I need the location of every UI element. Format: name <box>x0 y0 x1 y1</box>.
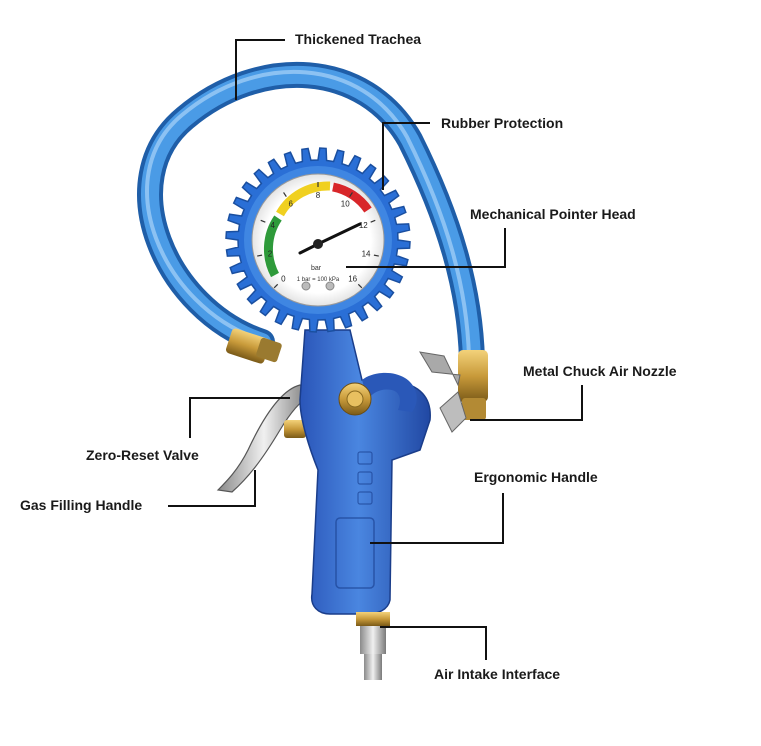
gauge-scale-label: 2 <box>268 250 273 259</box>
hose <box>137 61 485 373</box>
zero-reset-knob <box>338 382 372 416</box>
gauge-green-zone <box>264 215 282 278</box>
gauge-scale: 0 2 4 6 8 10 12 14 16 <box>257 182 379 289</box>
air-intake-connector <box>356 612 390 680</box>
gauge-scale-label: 4 <box>271 221 276 230</box>
gauge-scale-label: 10 <box>341 199 350 208</box>
gauge-footer: 1 bar = 100 kPa <box>297 277 340 283</box>
gun-body <box>299 329 431 615</box>
gauge-tick <box>283 192 287 197</box>
gauge-red-zone <box>331 182 372 213</box>
label-mechanical-pointer-head: Mechanical Pointer Head <box>470 206 636 222</box>
gauge-tick <box>273 283 279 289</box>
gauge-scale-label: 6 <box>289 199 294 208</box>
gauge-tick <box>373 254 379 257</box>
hose-fitting-left <box>226 328 282 364</box>
label-ergonomic-handle: Ergonomic Handle <box>474 469 598 485</box>
gauge-scale-label: 8 <box>316 191 321 200</box>
label-gas-filling-handle: Gas Filling Handle <box>20 497 143 513</box>
label-air-intake-interface: Air Intake Interface <box>434 666 561 682</box>
gauge-scale-label: 16 <box>348 275 357 284</box>
gauge-tick <box>370 219 376 223</box>
label-zero-reset-valve: Zero-Reset Valve <box>86 447 199 463</box>
label-thickened-trachea: Thickened Trachea <box>295 31 422 47</box>
trigger-lever <box>216 384 311 493</box>
metal-chuck <box>419 350 488 433</box>
gauge-tick <box>349 192 353 197</box>
gauge-needle <box>316 222 362 246</box>
label-metal-chuck-air-nozzle: Metal Chuck Air Nozzle <box>523 363 677 379</box>
pressure-gauge: 0 2 4 6 8 10 12 14 16 bar 1 bar = 100 kPa <box>225 147 411 333</box>
gauge-yellow-zone <box>276 181 331 217</box>
gauge-tick <box>357 283 363 289</box>
gauge-unit: bar <box>311 265 322 272</box>
gauge-tick <box>257 254 263 257</box>
gauge-scale-label: 12 <box>359 221 368 230</box>
gauge-scale-label: 0 <box>281 275 286 284</box>
leader-lines <box>168 39 583 660</box>
gauge-scale-label: 14 <box>362 250 371 259</box>
gauge-tick <box>260 219 266 223</box>
label-rubber-protection: Rubber Protection <box>441 115 564 131</box>
